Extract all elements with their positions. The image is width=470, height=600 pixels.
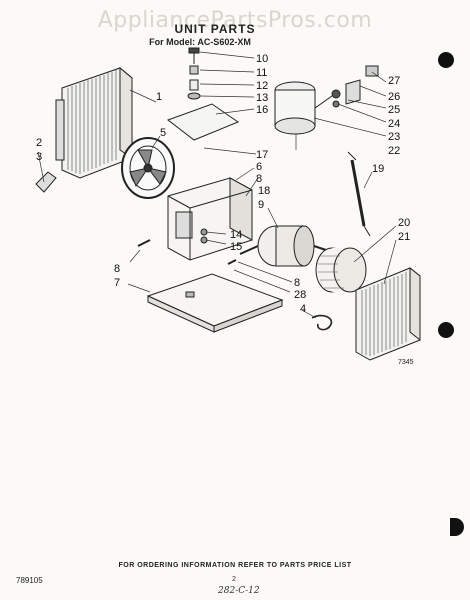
callout-6: 6 bbox=[256, 161, 262, 173]
callout-28: 28 bbox=[294, 289, 306, 301]
mounting-plate bbox=[166, 47, 240, 141]
callout-8: 8 bbox=[256, 173, 262, 185]
callout-15: 15 bbox=[230, 241, 242, 253]
callout-9: 9 bbox=[258, 199, 264, 211]
fan-shroud-housing bbox=[167, 177, 253, 261]
binder-hole-middle bbox=[438, 322, 454, 338]
callout-25: 25 bbox=[388, 104, 400, 116]
callout-4: 4 bbox=[300, 303, 306, 315]
fan-blade bbox=[121, 137, 175, 199]
callout-3: 3 bbox=[36, 151, 42, 163]
watermark: AppliancePartsPros.com bbox=[97, 8, 373, 33]
blower-wheel bbox=[315, 247, 367, 293]
heater-element bbox=[311, 314, 333, 331]
callout-labels: 1011121316152327262524232217681891914158… bbox=[36, 53, 410, 315]
callout-11: 11 bbox=[256, 67, 267, 79]
condenser-coil-left bbox=[55, 66, 133, 179]
callout-16: 16 bbox=[256, 104, 268, 116]
callout-5: 5 bbox=[160, 127, 166, 139]
callout-14: 14 bbox=[230, 229, 242, 241]
handwritten-note: 282-C-12 bbox=[218, 586, 260, 596]
binder-hole-top bbox=[438, 52, 454, 68]
callout-7: 7 bbox=[114, 277, 120, 289]
callout-21: 21 bbox=[398, 231, 410, 243]
callout-1: 1 bbox=[156, 91, 162, 103]
callout-20: 20 bbox=[398, 217, 410, 229]
callout-24: 24 bbox=[388, 118, 400, 130]
callout-19: 19 bbox=[372, 163, 384, 175]
page-number: 2 bbox=[232, 576, 236, 583]
clip-parts bbox=[35, 171, 57, 193]
fan-motor bbox=[239, 225, 327, 267]
callout-8: 8 bbox=[294, 277, 300, 289]
callout-2: 2 bbox=[36, 137, 42, 149]
thermostat-sensor bbox=[347, 151, 371, 237]
callout-23: 23 bbox=[388, 131, 400, 143]
callout-10: 10 bbox=[256, 53, 268, 65]
callout-8: 8 bbox=[114, 263, 120, 275]
callout-17: 17 bbox=[256, 149, 268, 161]
leader-lines bbox=[37, 51, 397, 319]
compressor-capacitor bbox=[274, 81, 341, 135]
document-code: 789105 bbox=[16, 576, 43, 585]
figure-number: 7345 bbox=[398, 359, 414, 366]
callout-12: 12 bbox=[256, 80, 268, 92]
binder-hole-bottom bbox=[450, 518, 464, 536]
model-label: For Model: AC-S602-XM bbox=[149, 37, 251, 47]
callout-13: 13 bbox=[256, 92, 268, 104]
callout-18: 18 bbox=[258, 185, 270, 197]
callout-22: 22 bbox=[388, 145, 400, 157]
bracket-assembly bbox=[332, 65, 379, 108]
base-pan bbox=[146, 273, 284, 333]
callout-26: 26 bbox=[388, 91, 400, 103]
ordering-note: FOR ORDERING INFORMATION REFER TO PARTS … bbox=[118, 562, 352, 569]
callout-27: 27 bbox=[388, 75, 400, 87]
diagram-title: UNIT PARTS bbox=[174, 22, 256, 36]
evaporator-coil bbox=[355, 266, 421, 361]
